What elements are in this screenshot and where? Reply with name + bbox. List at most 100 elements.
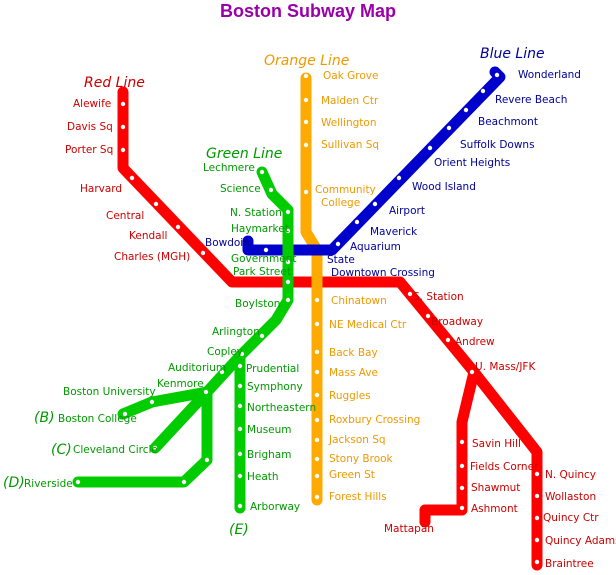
stop-brigham: [237, 451, 243, 457]
label-northeastern: Northeastern: [247, 402, 316, 414]
green-line-label: Green Line: [206, 146, 282, 162]
green-line-stops: [75, 169, 291, 509]
stop-suffolk-downs: [446, 125, 452, 131]
orange-line-stops: [303, 73, 320, 500]
stop-heath: [237, 473, 243, 479]
label-boston-university: Boston University: [63, 386, 156, 398]
branch-d-label: (D): [3, 475, 25, 491]
stop-park-street: [285, 279, 291, 285]
label-arborway: Arborway: [250, 501, 300, 513]
label-kenmore: Kenmore: [157, 378, 204, 390]
label-state: State: [327, 254, 355, 266]
label-cleveland-circle: Cleveland Circle: [73, 444, 158, 456]
stop-ne-medical-ctr: [314, 321, 320, 327]
stop-beachmont: [463, 107, 469, 113]
label-beachmont: Beachmont: [478, 116, 538, 128]
label-back-bay: Back Bay: [329, 347, 378, 359]
label-lechmere: Lechmere: [203, 162, 255, 174]
label-jackson-sq: Jackson Sq: [328, 434, 386, 446]
label-boston-college: Boston College: [58, 413, 137, 425]
label-prudential: Prudential: [246, 363, 299, 375]
stop-alewife: [120, 101, 126, 107]
stop-northeastern: [237, 403, 243, 409]
stop-museum: [237, 426, 243, 432]
stop-prudential: [237, 363, 243, 369]
blue-line-label: Blue Line: [480, 46, 545, 62]
label-airport: Airport: [389, 205, 425, 217]
stop-savin-hill: [459, 439, 465, 445]
stop-ashmont: [459, 505, 465, 511]
orange-line-labels: Oak Grove Malden Ctr Wellington Sullivan…: [315, 70, 420, 503]
stop-shawmut: [459, 485, 465, 491]
stop-copley: [239, 351, 245, 357]
label-heath: Heath: [247, 471, 279, 483]
stop-andrew: [445, 337, 451, 343]
label-brigham: Brigham: [247, 449, 291, 461]
stop-revere-beach: [480, 88, 486, 94]
green-branch-letters: (B) (C) (D) (E): [3, 410, 249, 538]
label-government: Government: [231, 253, 296, 265]
stop-boylston: [285, 297, 291, 303]
stop-charles-mgh: [200, 250, 206, 256]
label-downtown-crossing: Downtown Crossing: [331, 267, 435, 279]
stop-malden-ctr: [303, 97, 309, 103]
stop-umass-jfk: [469, 369, 475, 375]
label-porter-sq: Porter Sq: [65, 144, 113, 156]
label-stony-brook: Stony Brook: [329, 453, 394, 465]
stop-chinatown: [314, 297, 320, 303]
label-mattapan: Mattapan: [384, 523, 434, 535]
label-ruggles: Ruggles: [329, 390, 371, 402]
stop-community-college: [303, 189, 309, 195]
stop-quincy-ctr: [534, 515, 540, 521]
label-oak-grove: Oak Grove: [323, 70, 378, 82]
label-wonderland: Wonderland: [518, 69, 581, 81]
label-malden-ctr: Malden Ctr: [321, 95, 379, 107]
stop-green-st: [314, 473, 320, 479]
label-arlington: Arlington: [212, 326, 260, 338]
label-maverick: Maverick: [370, 226, 418, 238]
label-roxbury-crossing: Roxbury Crossing: [329, 414, 420, 426]
stop-orient-heights: [427, 145, 433, 151]
stop-n-quincy: [534, 471, 540, 477]
label-central: Central: [106, 210, 144, 222]
label-bowdoin: Bowdoin: [205, 237, 250, 249]
stop-boston-university: [149, 399, 155, 405]
orange-line-label: Orange Line: [264, 53, 349, 69]
branch-e-label: (E): [229, 522, 249, 538]
stop-d-branch-1: [204, 457, 210, 463]
stop-science: [268, 187, 274, 193]
label-wood-island: Wood Island: [412, 181, 476, 193]
label-aquarium: Aquarium: [350, 241, 401, 253]
map-title: Boston Subway Map: [220, 1, 396, 21]
stop-aquarium: [335, 241, 341, 247]
label-davis-sq: Davis Sq: [67, 121, 113, 133]
label-orient-heights: Orient Heights: [434, 157, 510, 169]
stop-wellington: [303, 119, 309, 125]
label-sullivan-sq: Sullivan Sq: [321, 139, 379, 151]
label-broadway: Broadway: [431, 316, 483, 328]
stop-oak-grove: [303, 73, 309, 79]
stop-airport: [372, 201, 378, 207]
label-wollaston: Wollaston: [545, 491, 596, 503]
red-line-label: Red Line: [84, 75, 145, 91]
stop-lechmere: [259, 169, 265, 175]
label-copley: Copley: [207, 346, 243, 358]
branch-c-label: (C): [51, 442, 72, 458]
stop-back-bay: [314, 349, 320, 355]
stop-braintree: [534, 559, 540, 565]
stop-harvard: [129, 175, 135, 181]
stop-haymarket: [285, 228, 291, 234]
branch-b-label: (B): [34, 410, 55, 426]
stop-wood-island: [396, 175, 402, 181]
stop-boston-college: [122, 411, 128, 417]
stop-auditorium: [219, 369, 225, 375]
label-alewife: Alewife: [73, 98, 111, 110]
stop-symphony: [237, 383, 243, 389]
stop-quincy-adams: [534, 537, 540, 543]
stop-d-branch-2: [181, 479, 187, 485]
label-green-st: Green St: [329, 469, 375, 481]
label-south-station: S. Station: [413, 291, 464, 303]
red-line-stops: [120, 101, 540, 565]
stop-kenmore: [203, 389, 209, 395]
label-haymarket: Haymarket: [231, 223, 289, 235]
